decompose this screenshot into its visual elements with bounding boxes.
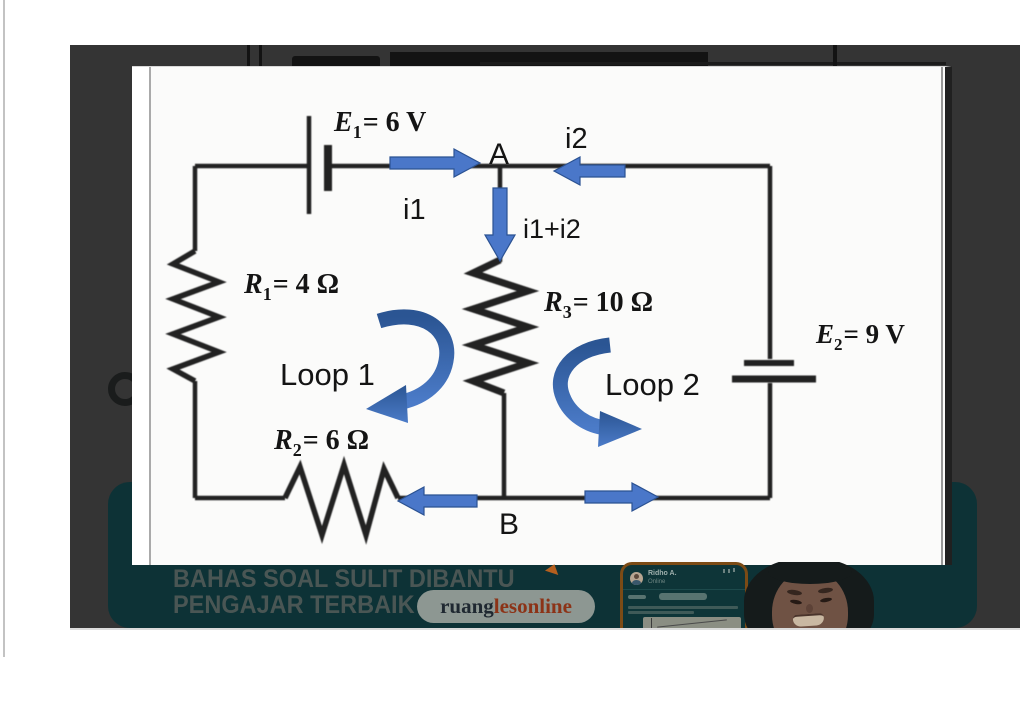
top-partial-shape: [292, 56, 380, 67]
left-edge-divider: [3, 0, 5, 657]
graph-axis: [651, 618, 652, 628]
resistor-r3-zigzag: [461, 256, 540, 397]
banner-headline-line1: BAHAS SOAL SULIT DIBANTU: [173, 565, 515, 593]
avatar-body: [632, 580, 641, 585]
chat-header-divider: [623, 589, 745, 590]
loop-arrows: [366, 309, 642, 447]
resistor-r2-zigzag: [282, 455, 401, 545]
chat-session-pill-placeholder: [659, 593, 707, 600]
loop2-arrowhead: [598, 411, 642, 447]
brand-part-lesonline: lesonline: [493, 594, 572, 618]
phone-statusbar-icon: [733, 568, 735, 572]
phone-mockup: Ridho A. Online: [620, 562, 748, 628]
portrait-nose: [806, 604, 813, 613]
bottom-right-current-arrow: [584, 481, 660, 513]
label-node-a: A: [489, 138, 509, 171]
circuit-diagram: E1= 6 V R1= 4 Ω R3= 10 Ω E2= 9 V R2= 6 Ω…: [165, 107, 905, 545]
label-r2: R2= 6 Ω: [273, 425, 369, 460]
label-loop2: Loop 2: [605, 367, 700, 402]
panel-right-rule: [941, 67, 943, 565]
loop2-arrow-arc: [552, 337, 612, 436]
banner-headline-line2: PENGAJAR TERBAIK: [173, 591, 415, 619]
current-sum-arrow: [483, 187, 517, 263]
chat-contact-name: Ridho A.: [648, 570, 677, 577]
loop1-arrow-arc: [376, 309, 455, 410]
portrait-hair-fringe: [768, 562, 852, 584]
chat-message-placeholder: [628, 606, 738, 609]
circuit-wires: [165, 116, 816, 545]
graph-curve: [657, 619, 727, 628]
chat-date-placeholder: [628, 595, 646, 599]
phone-statusbar-icon: [728, 569, 730, 573]
phone-statusbar-icon: [723, 569, 725, 573]
top-partial-shape: [259, 45, 262, 66]
brand-badge: ruanglesonline: [417, 590, 595, 623]
top-partial-shape: [480, 62, 946, 65]
frame-bottom-shadow: [70, 628, 1020, 630]
slide-panel: E1= 6 V R1= 4 Ω R3= 10 Ω E2= 9 V R2= 6 Ω…: [132, 66, 952, 565]
top-partial-shape: [247, 45, 250, 66]
avatar-head: [634, 574, 639, 579]
label-e2: E2= 9 V: [815, 319, 905, 354]
label-r3: R3= 10 Ω: [543, 287, 653, 322]
chat-message-placeholder: [628, 611, 694, 614]
brand-part-ruang: ruang: [440, 594, 494, 618]
panel-left-rule: [149, 67, 151, 565]
label-loop1: Loop 1: [280, 357, 375, 392]
top-partial-shape: [833, 45, 837, 66]
label-node-b: B: [499, 508, 519, 541]
loop1-arrowhead: [366, 385, 408, 423]
tutor-portrait: [742, 562, 877, 628]
avatar: [630, 572, 643, 585]
label-e1: E1= 6 V: [333, 107, 426, 142]
current-i1-arrow: [389, 147, 482, 179]
bottom-left-current-arrow: [396, 485, 478, 517]
label-current-i2: i2: [565, 123, 588, 155]
panel-left-margin: [132, 67, 149, 565]
resistor-r1-zigzag: [165, 248, 227, 384]
current-i2-arrow: [552, 155, 626, 187]
chat-online-status: Online: [648, 579, 666, 585]
chat-graph-attachment: [643, 617, 741, 628]
label-current-sum: i1+i2: [523, 214, 581, 244]
label-current-i1: i1: [403, 194, 426, 226]
label-r1: R1= 4 Ω: [243, 269, 339, 304]
